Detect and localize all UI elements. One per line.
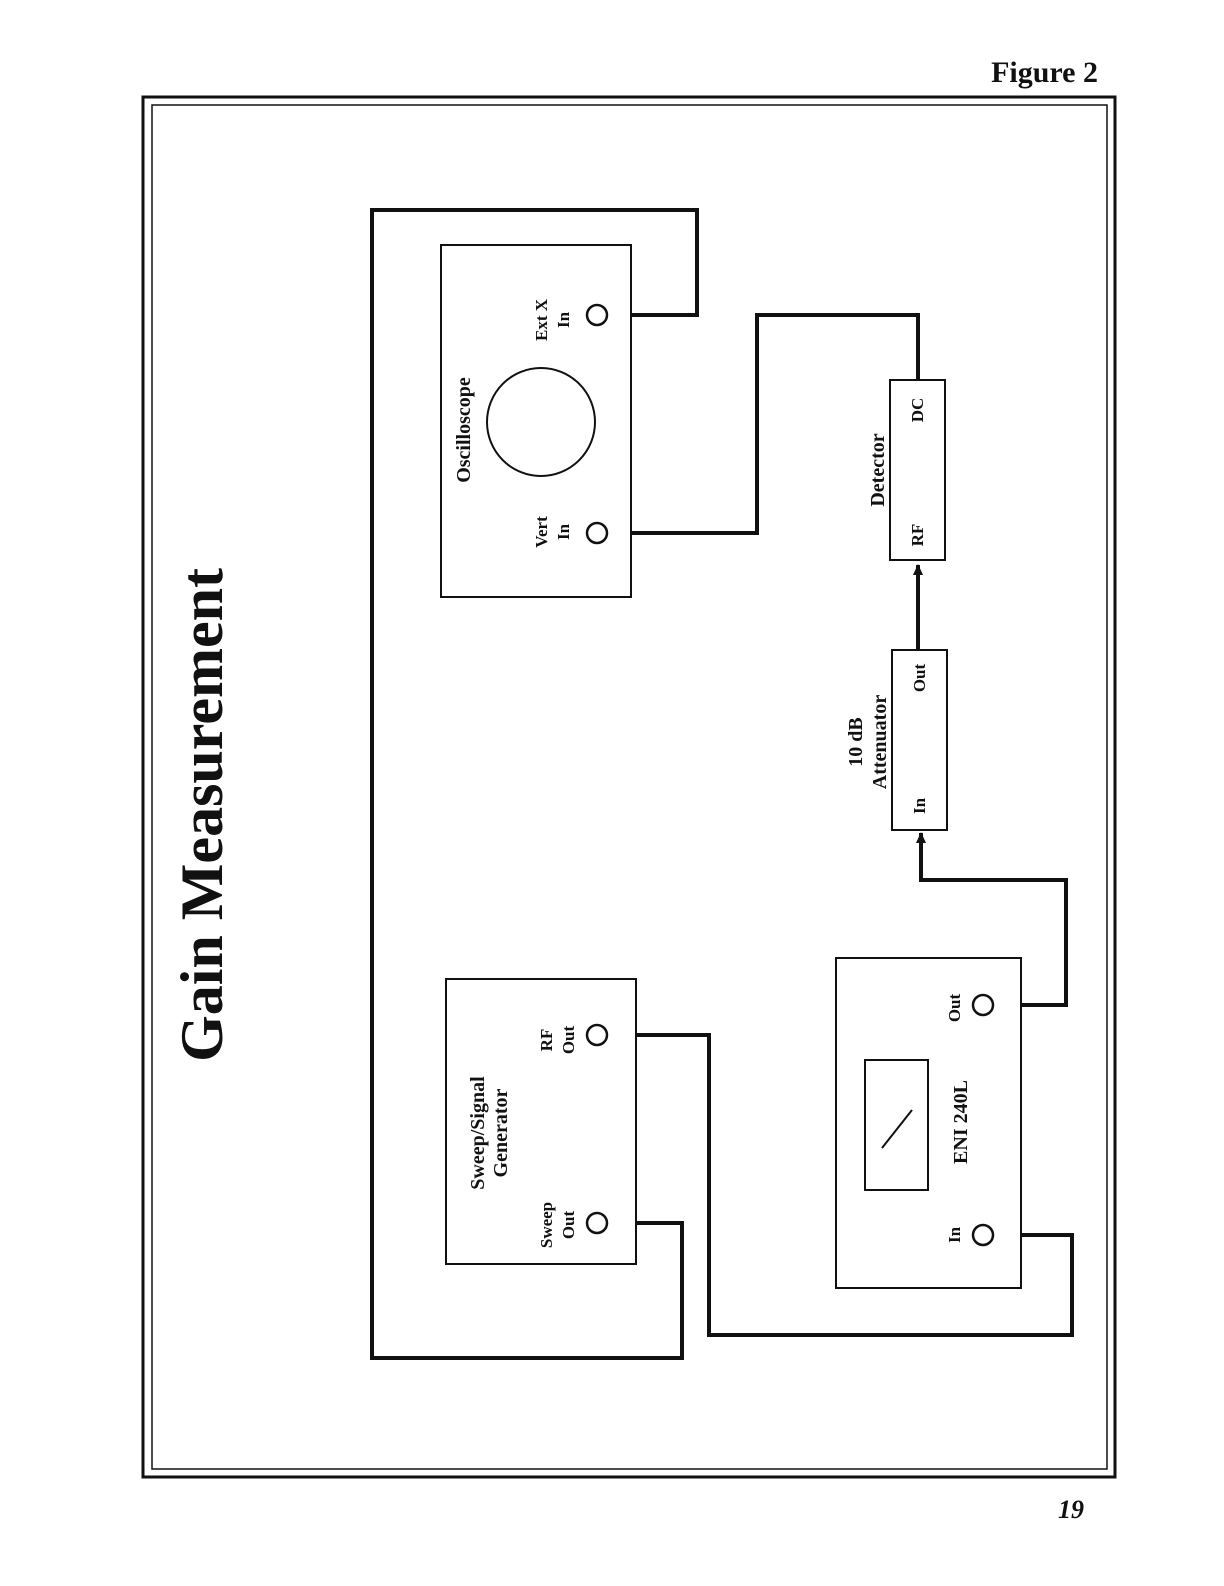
sweep-generator-label-line1: Sweep/Signal: [467, 1076, 489, 1190]
sweep-signal-generator: Sweep/Signal Generator RF Out Sweep Out: [446, 979, 636, 1264]
detector: Detector DC RF: [867, 380, 945, 560]
eni-out-label: Out: [945, 993, 964, 1022]
eni-in-label: In: [945, 1226, 964, 1243]
vert-in-jack: [587, 523, 607, 543]
page-number: 19: [1058, 1495, 1084, 1524]
sweep-generator-label-line2: Generator: [490, 1088, 512, 1177]
ext-x-in-label: In: [554, 311, 573, 328]
oscilloscope-screen: [487, 368, 595, 476]
attenuator-label-line1: 10 dB: [845, 717, 867, 766]
detector-dc-label: DC: [908, 398, 927, 423]
vert-in-label: In: [554, 523, 573, 540]
sweep-out-jack: [587, 1213, 607, 1233]
page-title: Gain Measurement: [169, 568, 235, 1062]
detector-label: Detector: [867, 433, 889, 506]
attenuator-out-label: Out: [910, 663, 929, 692]
rf-out-label-line1: RF: [537, 1029, 556, 1052]
oscilloscope: Oscilloscope Ext X In Vert In: [441, 245, 631, 597]
ext-x-in-jack: [587, 305, 607, 325]
rf-out-label-line2: Out: [559, 1025, 578, 1054]
rf-out-jack: [587, 1025, 607, 1045]
sweep-out-label-line2: Out: [559, 1210, 578, 1239]
vert-label: Vert: [532, 516, 551, 548]
meter-icon: [865, 1060, 928, 1190]
attenuator: 10 dB Attenuator Out In: [845, 650, 947, 830]
eni-in-jack: [973, 1225, 993, 1245]
figure-label: Figure 2: [991, 56, 1098, 89]
detector-rf-label: RF: [908, 524, 927, 547]
eni-label: ENI 240L: [950, 1080, 972, 1164]
eni-out-jack: [973, 995, 993, 1015]
attenuator-label-line2: Attenuator: [869, 695, 891, 790]
eni-240l-amplifier: ENI 240L Out In: [836, 958, 1021, 1288]
ext-x-label: Ext X: [532, 298, 551, 341]
sweep-out-label-line1: Sweep: [537, 1202, 556, 1248]
oscilloscope-label: Oscilloscope: [453, 377, 475, 483]
attenuator-in-label: In: [910, 797, 929, 814]
